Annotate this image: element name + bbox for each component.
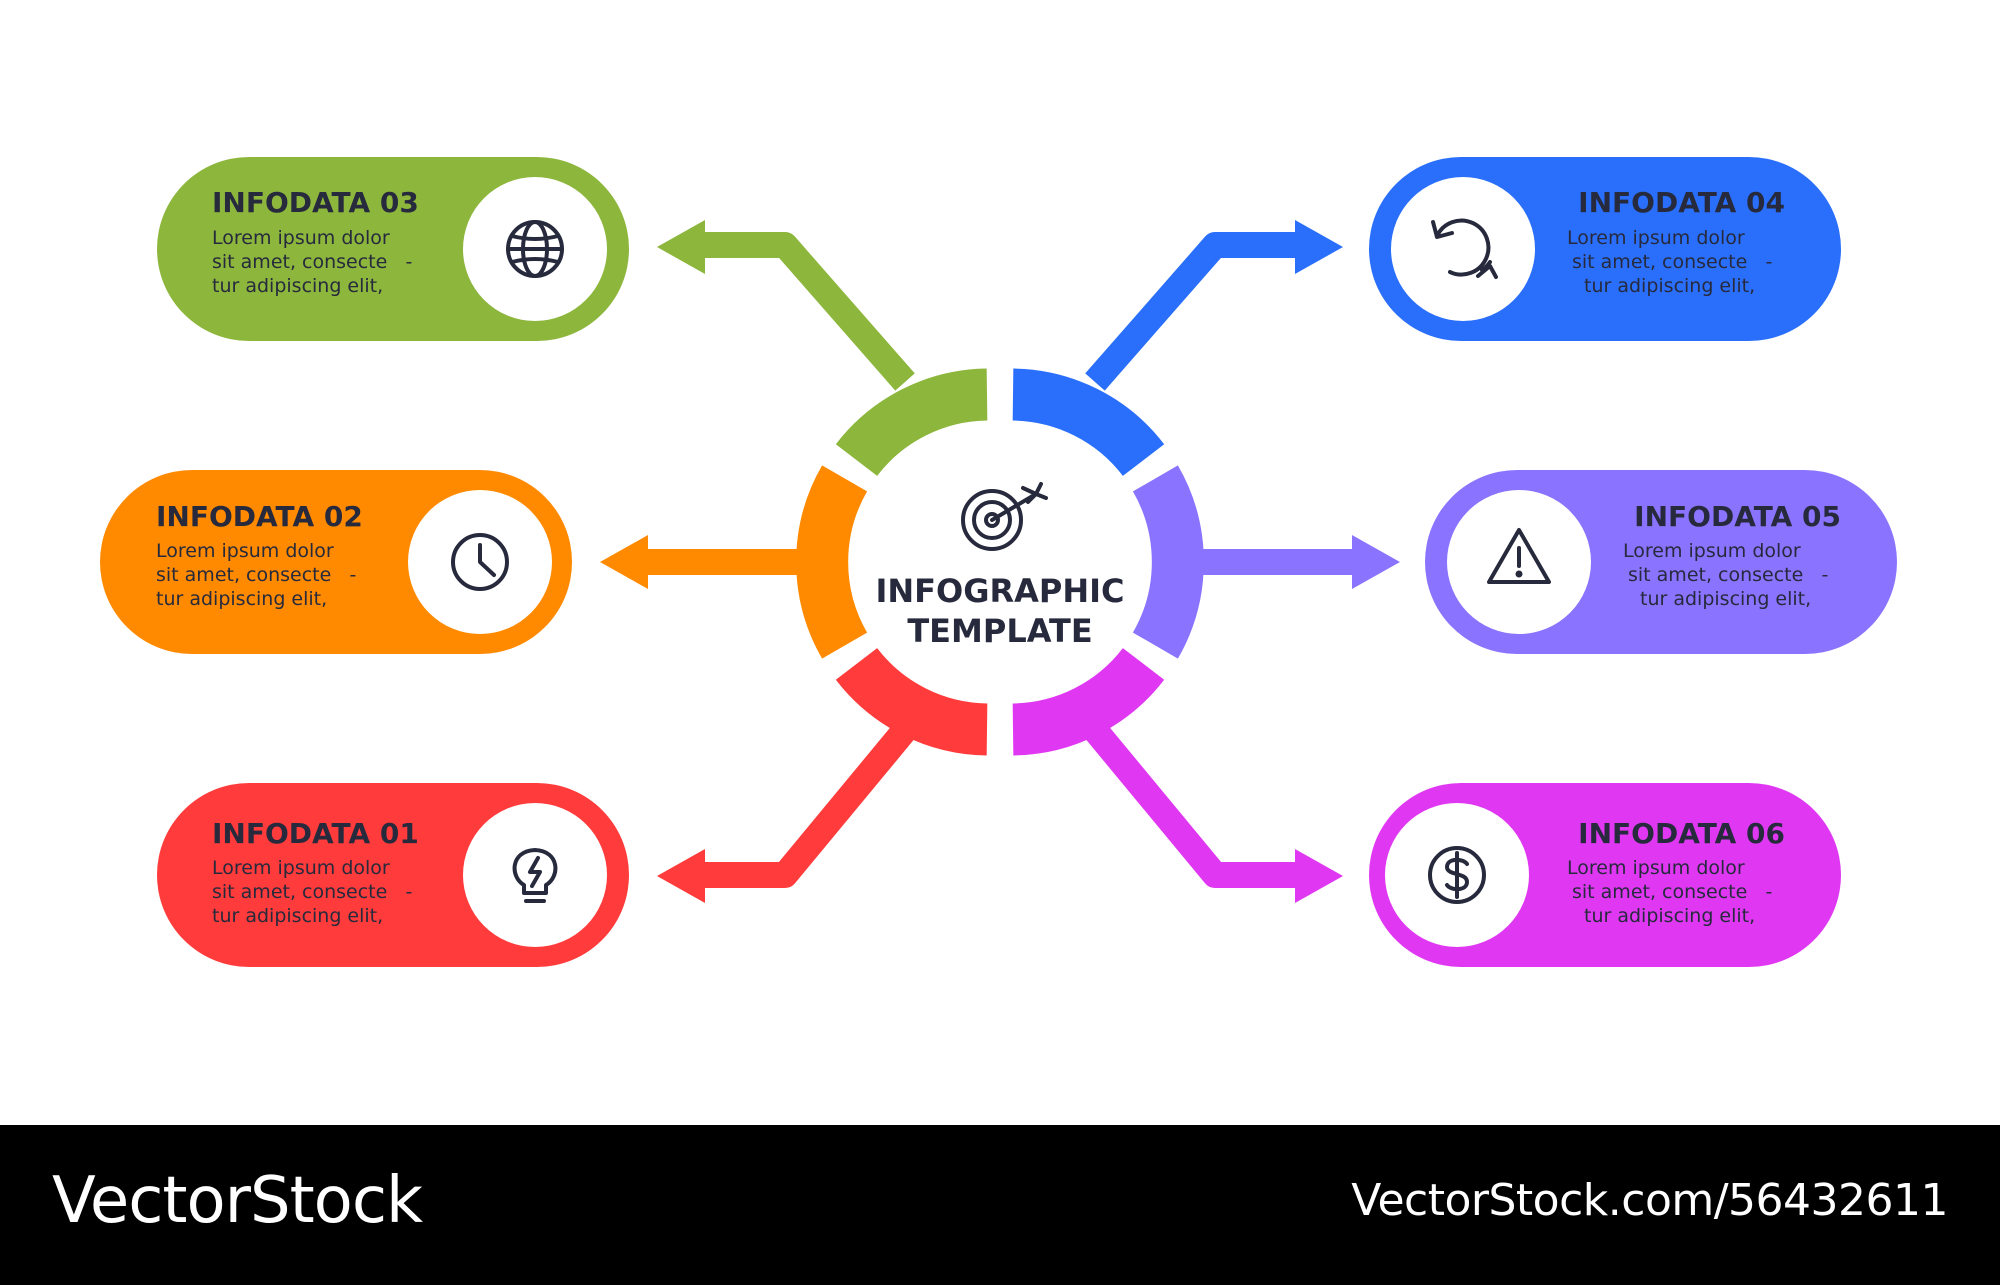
- connector-arrow-03: [657, 220, 915, 391]
- brand-logo-text: VectorStock: [52, 1164, 423, 1238]
- info-card-02: INFODATA 02 Lorem ipsum dolor sit amet, …: [100, 470, 572, 654]
- infographic-diagram: INFOGRAPHIC TEMPLATE INFODATA 03 Lorem i…: [100, 157, 1897, 967]
- ring-segment-02: [796, 465, 868, 659]
- card-text-line: tur adipiscing elit,: [1640, 588, 1811, 610]
- card-icon-circle: [1391, 177, 1535, 321]
- card-text-line: sit amet, consecte -: [1572, 881, 1772, 903]
- connector-arrow-05: [1198, 535, 1400, 589]
- center-ring: [796, 368, 1204, 756]
- ring-segment-03: [835, 368, 988, 477]
- card-title: INFODATA 06: [1578, 817, 1785, 850]
- lightbulb-icon: [512, 848, 558, 903]
- card-text-line: sit amet, consecte -: [212, 881, 412, 903]
- info-card-05: INFODATA 05 Lorem ipsum dolor sit amet, …: [1425, 470, 1897, 654]
- card-title: INFODATA 02: [156, 500, 363, 533]
- card-text-line: Lorem ipsum dolor: [1567, 857, 1745, 879]
- footer-bar: VectorStock VectorStock.com/56432611: [0, 1125, 2000, 1285]
- card-text-line: Lorem ipsum dolor: [1623, 540, 1801, 562]
- card-text-line: Lorem ipsum dolor: [1567, 227, 1745, 249]
- card-title: INFODATA 01: [212, 817, 419, 850]
- ring-segment-01: [835, 647, 988, 756]
- clock-icon: [451, 533, 509, 591]
- connector-arrow-04: [1085, 220, 1343, 391]
- card-text-line: tur adipiscing elit,: [212, 905, 383, 927]
- refresh-icon: [1431, 218, 1498, 279]
- card-text-line: Lorem ipsum dolor: [156, 540, 334, 562]
- card-text-line: tur adipiscing elit,: [1584, 905, 1755, 927]
- center-title-line1: INFOGRAPHIC: [875, 572, 1124, 610]
- brand-url: VectorStock.com/56432611: [1351, 1175, 1948, 1226]
- connector-arrow-01: [657, 721, 916, 903]
- globe-icon: [506, 220, 564, 278]
- card-text-line: Lorem ipsum dolor: [212, 857, 390, 879]
- card-text-line: sit amet, consecte -: [212, 251, 412, 273]
- card-title: INFODATA 05: [1634, 500, 1841, 533]
- card-text-line: Lorem ipsum dolor: [212, 227, 390, 249]
- connector-arrow-02: [600, 535, 802, 589]
- ring-segment-06: [1012, 647, 1165, 756]
- center-disc: [859, 421, 1141, 703]
- info-card-06: INFODATA 06 Lorem ipsum dolor sit amet, …: [1369, 783, 1841, 967]
- card-text-line: tur adipiscing elit,: [1584, 275, 1755, 297]
- info-card-01: INFODATA 01 Lorem ipsum dolor sit amet, …: [157, 783, 629, 967]
- card-text-line: sit amet, consecte -: [1628, 564, 1828, 586]
- card-text-line: tur adipiscing elit,: [156, 588, 327, 610]
- card-title: INFODATA 04: [1578, 186, 1785, 219]
- info-card-04: INFODATA 04 Lorem ipsum dolor sit amet, …: [1369, 157, 1841, 341]
- target-icon: [961, 482, 1048, 551]
- info-card-03: INFODATA 03 Lorem ipsum dolor sit amet, …: [157, 157, 629, 341]
- center-title-line2: TEMPLATE: [907, 612, 1092, 650]
- card-text-line: sit amet, consecte -: [1572, 251, 1772, 273]
- card-text-line: tur adipiscing elit,: [212, 275, 383, 297]
- card-icon-circle: [463, 803, 607, 947]
- card-text-line: sit amet, consecte -: [156, 564, 356, 586]
- connector-arrow-06: [1084, 721, 1343, 903]
- card-title: INFODATA 03: [212, 186, 419, 219]
- ring-segment-05: [1132, 465, 1204, 659]
- warning-icon: [1487, 528, 1551, 584]
- ring-segment-04: [1012, 368, 1165, 477]
- dollar-icon: [1428, 846, 1486, 904]
